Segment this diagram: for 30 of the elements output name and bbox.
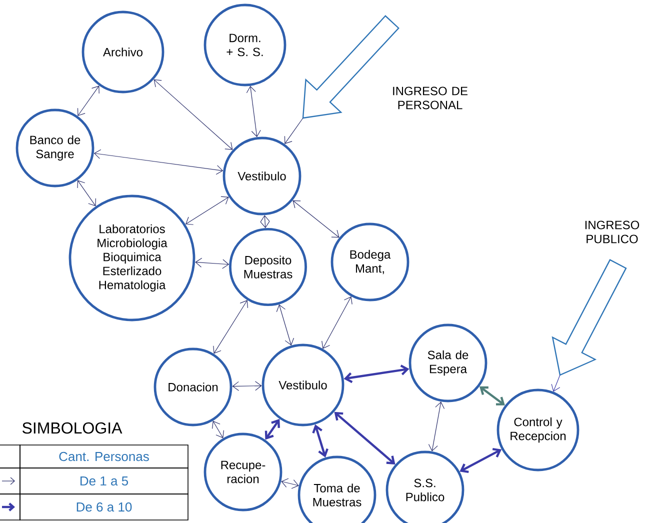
- arrow: [154, 79, 233, 150]
- entrance-label: INGRESO PUBLICO: [585, 220, 640, 244]
- arrow: [460, 448, 502, 474]
- arrow: [195, 258, 230, 269]
- legend-title: SIMBOLOGIA: [22, 422, 122, 434]
- legend-header-cell: Cant. Personas: [20, 444, 188, 468]
- arrow: [292, 200, 340, 238]
- arrow: [246, 86, 261, 138]
- arrow: [213, 300, 248, 354]
- arrow: [260, 215, 270, 228]
- arrow: [212, 420, 224, 438]
- arrow: [312, 424, 328, 458]
- entrance-label: INGRESO DE PERSONAL: [393, 86, 468, 110]
- arrow: [344, 364, 410, 384]
- arrow: [334, 412, 396, 464]
- arrow: [77, 86, 100, 116]
- arrow: [322, 296, 352, 349]
- legend-cell: De 6 a 10: [20, 494, 188, 520]
- arrow: [77, 180, 96, 206]
- legend-cell: De 1 a 5: [20, 468, 188, 494]
- arrow: [551, 374, 560, 392]
- arrow: [232, 381, 262, 391]
- arrow: [185, 196, 229, 225]
- arrow: [264, 418, 280, 440]
- arrow: [276, 304, 294, 346]
- arrow: [479, 386, 505, 406]
- arrow: [281, 478, 299, 489]
- arrow: [428, 402, 445, 452]
- arrow: [284, 118, 304, 144]
- arrow: [94, 149, 224, 175]
